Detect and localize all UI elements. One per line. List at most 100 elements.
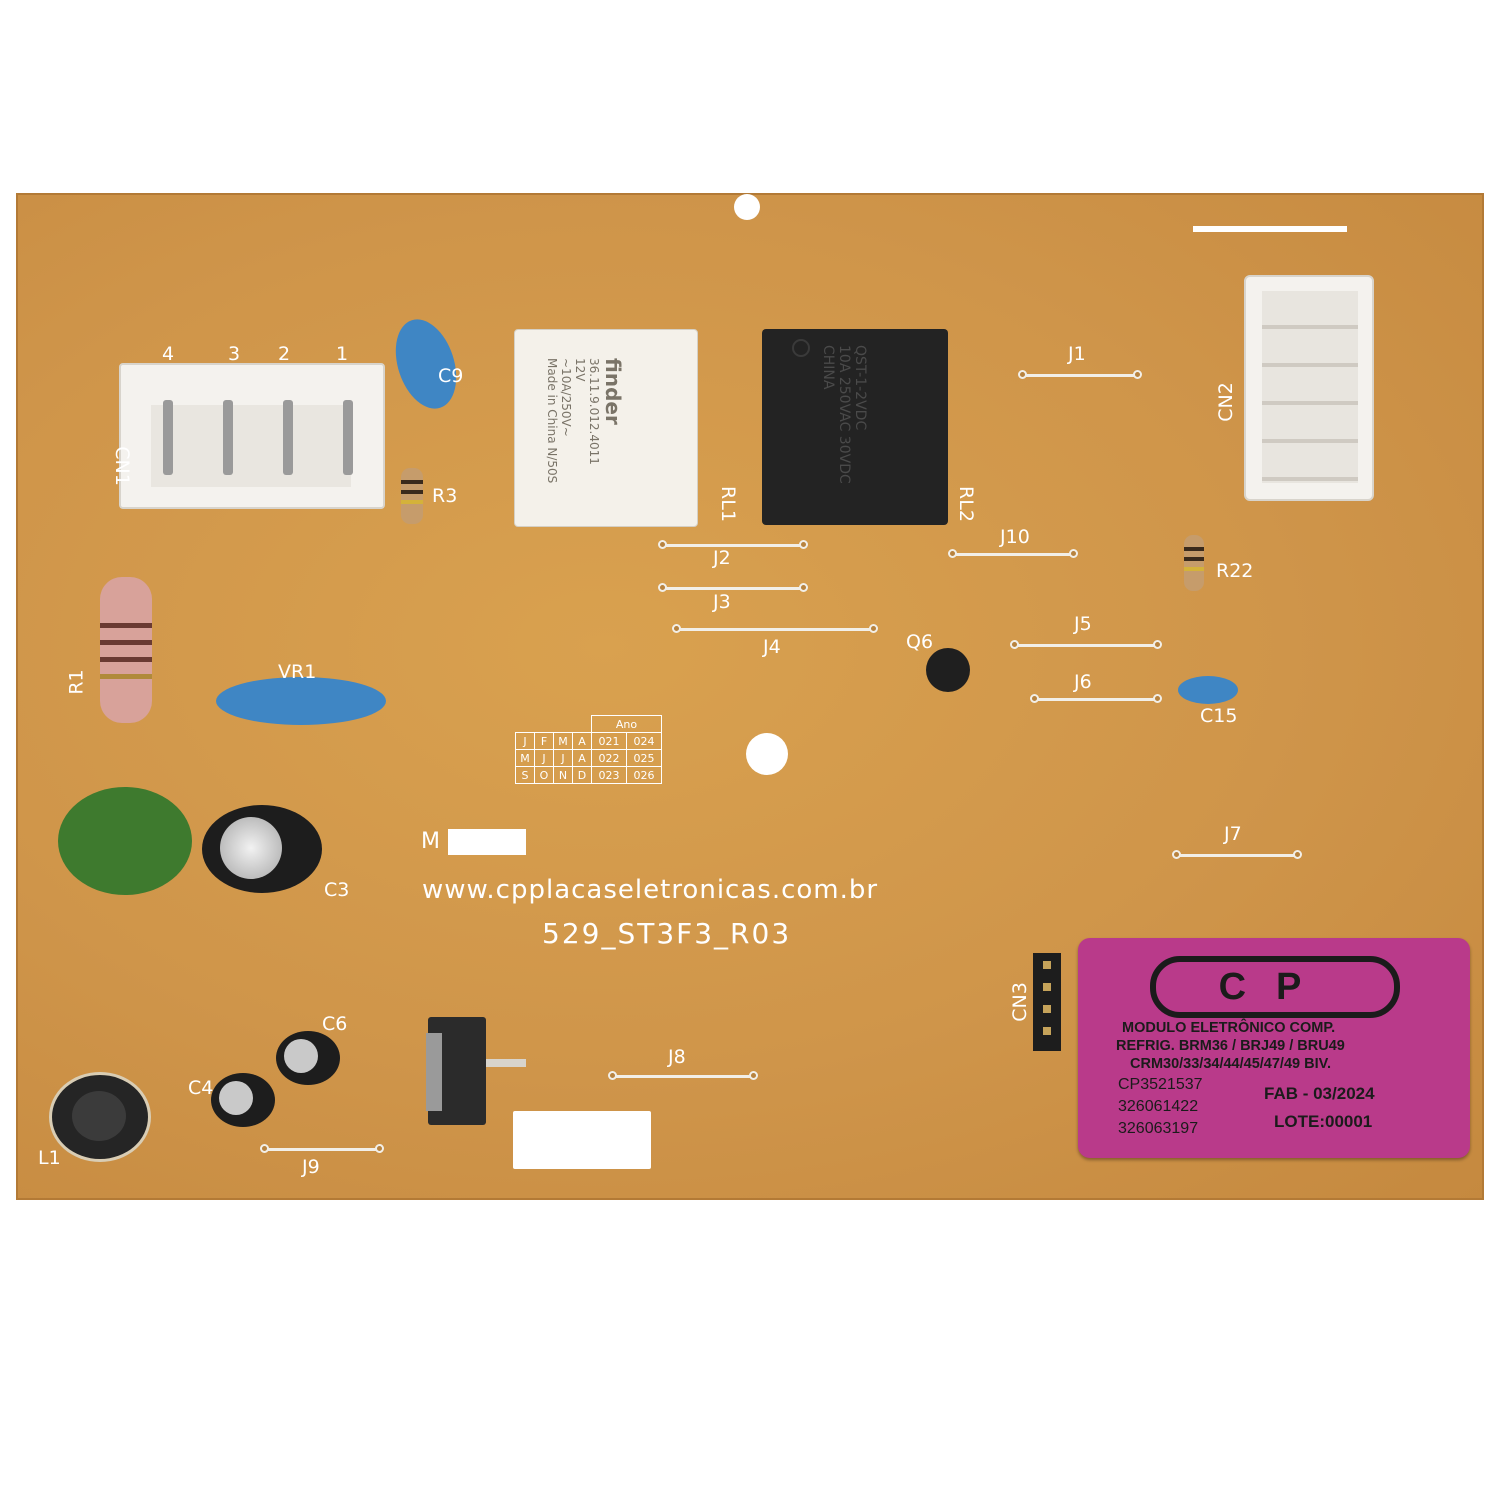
c4-capacitor [211, 1073, 275, 1127]
j2-label: J2 [713, 547, 731, 569]
website-url: www.cpplacaseletronicas.com.br [422, 875, 879, 905]
relay1-line-3: ~10A/250V~ [559, 358, 573, 437]
relay2-line-3: CHINA [820, 345, 836, 390]
lot-prefix: M [421, 829, 440, 854]
c3-label: C3 [324, 879, 350, 901]
cn2-connector [1244, 275, 1374, 501]
c9-label: C9 [438, 365, 464, 387]
j4-jumper [672, 624, 878, 633]
c15-label: C15 [1200, 705, 1238, 727]
date-cell: F [534, 732, 554, 750]
date-cell: A [572, 732, 592, 750]
r1-resistor [100, 577, 152, 723]
r22-label: R22 [1216, 560, 1254, 582]
r3-resistor [401, 468, 423, 524]
cn1-connector [119, 363, 385, 509]
pcb-board: 4 3 2 1 CN1 C9 R3 finder 36.11.9.012.401… [16, 193, 1484, 1200]
date-cell: S [515, 766, 535, 784]
voltage-regulator [426, 1017, 486, 1125]
board-model: 529_ST3F3_R03 [542, 917, 792, 950]
relay1-line-4: Made in China N/50S [545, 358, 559, 484]
sticker-line-2: REFRIG. BRM36 / BRJ49 / BRU49 [1116, 1038, 1345, 1054]
sticker-lote: LOTE:00001 [1274, 1112, 1373, 1131]
r1-label: R1 [65, 669, 88, 695]
j6-label: J6 [1074, 671, 1092, 693]
r3-label: R3 [432, 485, 458, 507]
j8-label: J8 [668, 1046, 686, 1068]
blank-label-area [513, 1111, 651, 1169]
relay1-line-1: 36.11.9.012.4011 [587, 358, 601, 465]
relay1-line-2: 12V [573, 358, 587, 382]
j1-jumper [1018, 370, 1142, 379]
year-cell: 025 [626, 749, 662, 767]
j6-jumper [1030, 694, 1162, 703]
j5-label: J5 [1074, 613, 1092, 635]
j9-label: J9 [302, 1156, 320, 1178]
year-cell: 022 [591, 749, 627, 767]
sticker-code-1: CP3521537 [1118, 1076, 1203, 1093]
j7-label: J7 [1224, 823, 1242, 845]
cn1-pin-1: 1 [336, 343, 349, 365]
thermistor-disc [58, 787, 192, 895]
c15-capacitor [1178, 676, 1238, 704]
cp-logo: CP [1150, 956, 1400, 1018]
l1-label: L1 [38, 1147, 61, 1169]
q6-label: Q6 [906, 631, 934, 653]
c4-label: C4 [188, 1077, 214, 1099]
vr1-label: VR1 [278, 661, 317, 683]
regulator-lead [486, 1059, 526, 1067]
product-sticker: CP MODULO ELETRÔNICO COMP. REFRIG. BRM36… [1078, 938, 1470, 1158]
j5-jumper [1010, 640, 1162, 649]
date-cell: M [553, 732, 573, 750]
cn1-pin-4: 4 [162, 343, 175, 365]
date-cell: O [534, 766, 554, 784]
q6-transistor [926, 648, 970, 692]
cn1-pin-2: 2 [278, 343, 291, 365]
c9-capacitor [385, 311, 467, 417]
date-cell: J [553, 749, 573, 767]
rl1-label: RL1 [716, 486, 739, 522]
j3-label: J3 [713, 591, 731, 613]
relay2-line-2: 10A 250VAC 30VDC [836, 345, 852, 484]
cn1-label: CN1 [110, 446, 133, 486]
c6-capacitor [276, 1031, 340, 1085]
year-cell: 021 [591, 732, 627, 750]
j10-jumper [948, 549, 1078, 558]
mounting-hole-top [734, 194, 760, 220]
j3-jumper [658, 583, 808, 592]
j9-jumper [260, 1144, 384, 1153]
date-code-table: Ano J F M A 021 024 M J J A 022 025 S O … [515, 715, 662, 784]
vr1-varistor [216, 677, 386, 725]
date-cell: J [515, 732, 535, 750]
date-cell: D [572, 766, 592, 784]
cn1-pin-3: 3 [228, 343, 241, 365]
sticker-code-3: 326063197 [1118, 1120, 1199, 1137]
cn2-label: CN2 [1214, 382, 1237, 422]
sticker-fab: FAB - 03/2024 [1264, 1084, 1375, 1103]
sticker-line-3: CRM30/33/34/44/45/47/49 BIV. [1130, 1056, 1331, 1072]
date-cell: N [553, 766, 573, 784]
lot-code-box [448, 829, 526, 855]
cn3-header [1033, 953, 1061, 1051]
date-cell: A [572, 749, 592, 767]
date-cell: M [515, 749, 535, 767]
rl1-relay: finder 36.11.9.012.4011 12V ~10A/250V~ M… [514, 329, 698, 527]
j10-label: J10 [1000, 526, 1030, 548]
date-cell: J [534, 749, 554, 767]
cp-logo-text: CP [1218, 966, 1332, 1008]
rl2-relay: QST-1-2VDC 10A 250VAC 30VDC CHINA [762, 329, 948, 525]
c6-label: C6 [322, 1013, 348, 1035]
year-cell: 026 [626, 766, 662, 784]
r22-resistor [1184, 535, 1204, 591]
l1-inductor [52, 1075, 148, 1159]
silk-bar [1193, 226, 1347, 232]
mounting-hole-center [746, 733, 788, 775]
j4-label: J4 [763, 636, 781, 658]
cn3-label: CN3 [1008, 982, 1031, 1022]
sticker-line-1: MODULO ELETRÔNICO COMP. [1122, 1020, 1336, 1036]
j8-jumper [608, 1071, 758, 1080]
relay2-line-1: QST-1-2VDC [852, 345, 868, 431]
relay1-brand: finder [601, 358, 625, 425]
j2-jumper [658, 540, 808, 549]
c3-capacitor [202, 805, 322, 893]
